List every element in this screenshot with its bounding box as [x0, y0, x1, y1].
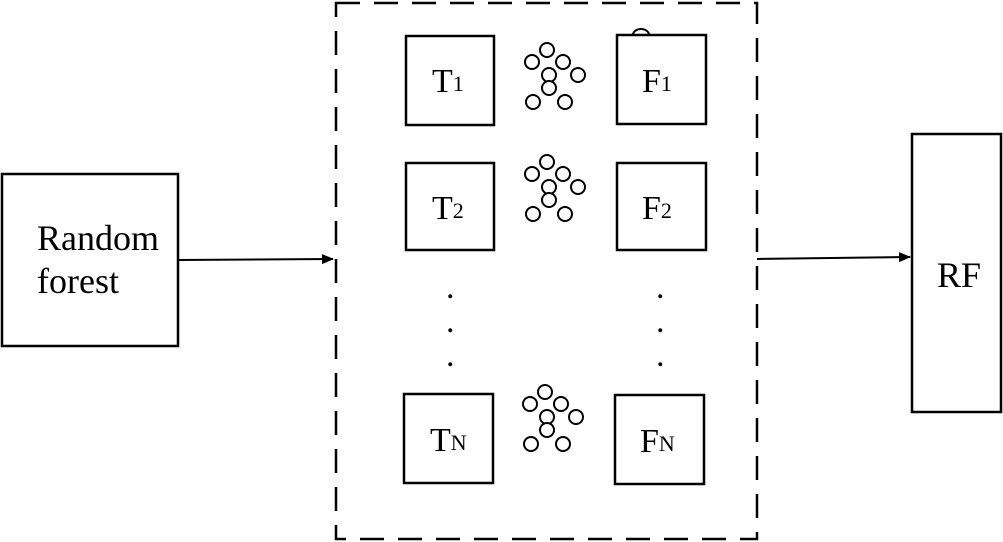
f-sub-2: 2	[661, 198, 672, 223]
t-box-n	[402, 392, 495, 485]
input-arrow	[177, 254, 334, 265]
svg-text:.: .	[656, 303, 665, 340]
svg-text:T1: T1	[432, 63, 464, 100]
t-main-1: T	[432, 63, 453, 100]
svg-text:.: .	[656, 269, 665, 306]
t-sub-n: N	[451, 430, 467, 455]
t-box-1	[404, 34, 496, 127]
tree-icon	[524, 42, 586, 110]
svg-text:.: .	[656, 337, 665, 374]
svg-text:FN: FN	[640, 423, 675, 460]
f-main-1: F	[642, 63, 661, 100]
t-main-n: T	[430, 422, 451, 459]
random-forest-input-box: Random forest	[0, 172, 180, 348]
tree-icon	[522, 384, 584, 452]
tree-icon	[524, 154, 586, 222]
svg-text:F1: F1	[642, 63, 672, 100]
rf-output-box: RF	[910, 132, 1003, 414]
ellipsis-left: . . .	[446, 269, 455, 374]
f-main-n: F	[640, 423, 659, 460]
tree-row-n: TN FN	[402, 384, 706, 486]
ensemble-container	[334, 1, 759, 541]
tree-row-2: T2 F2	[404, 154, 708, 252]
t-sub-1: 1	[453, 71, 464, 96]
svg-text:T2: T2	[432, 190, 464, 227]
svg-text:F2: F2	[642, 190, 672, 227]
f-sub-1: 1	[661, 71, 672, 96]
svg-text:.: .	[446, 337, 455, 374]
f-box-1-notch	[632, 28, 650, 36]
t-main-2: T	[432, 190, 453, 227]
f-box-1	[615, 33, 708, 126]
output-label: RF	[937, 255, 981, 295]
f-sub-n: N	[659, 431, 675, 456]
output-arrow	[756, 252, 911, 263]
t-sub-2: 2	[453, 198, 464, 223]
svg-text:.: .	[446, 269, 455, 306]
svg-text:TN: TN	[430, 422, 467, 459]
f-box-n	[613, 393, 706, 486]
f-box-2	[615, 161, 708, 252]
ellipsis-right: . . .	[656, 269, 665, 374]
input-label-line1: Random	[37, 218, 159, 258]
input-label-line2: forest	[37, 261, 119, 301]
t-box-2	[404, 161, 496, 252]
f-main-2: F	[642, 190, 661, 227]
tree-row-1: T1 F1	[404, 28, 708, 127]
svg-text:.: .	[446, 303, 455, 340]
